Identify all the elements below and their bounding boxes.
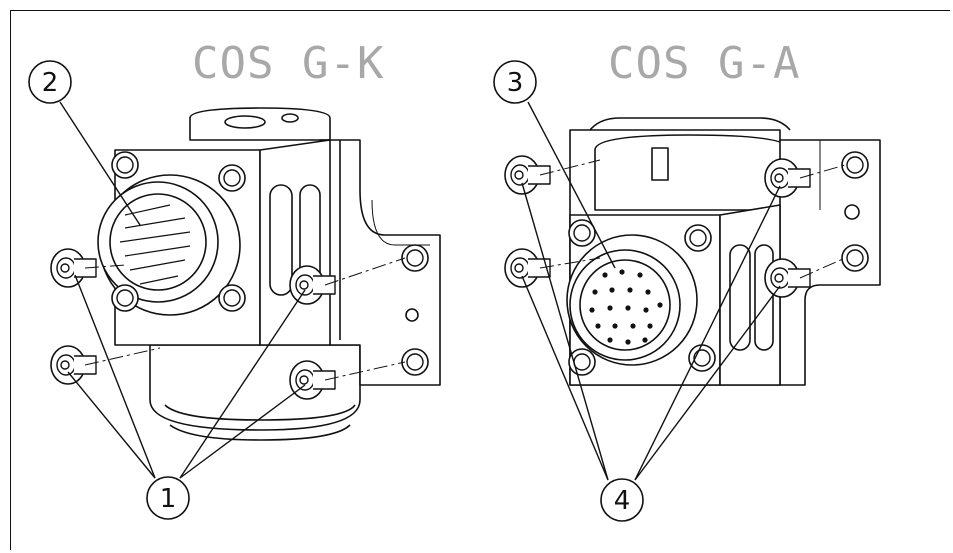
leader-lines-right (521, 101, 781, 481)
title-cos-g-k: COS G-K (192, 38, 385, 89)
cos-g-k-assembly (50, 107, 441, 441)
callout-2-label: 2 (42, 68, 59, 98)
callout-4: 4 (600, 478, 644, 522)
callout-1-label: 1 (160, 484, 177, 514)
callout-2: 2 (28, 60, 72, 104)
callout-3-label: 3 (507, 68, 524, 98)
callout-3: 3 (493, 60, 537, 104)
cos-g-a-assembly (504, 117, 881, 386)
callout-1: 1 (146, 476, 190, 520)
leader-lines-left (59, 101, 306, 479)
callout-4-label: 4 (614, 486, 631, 516)
diagram-frame (10, 10, 950, 550)
title-cos-g-a: COS G-A (608, 38, 801, 89)
